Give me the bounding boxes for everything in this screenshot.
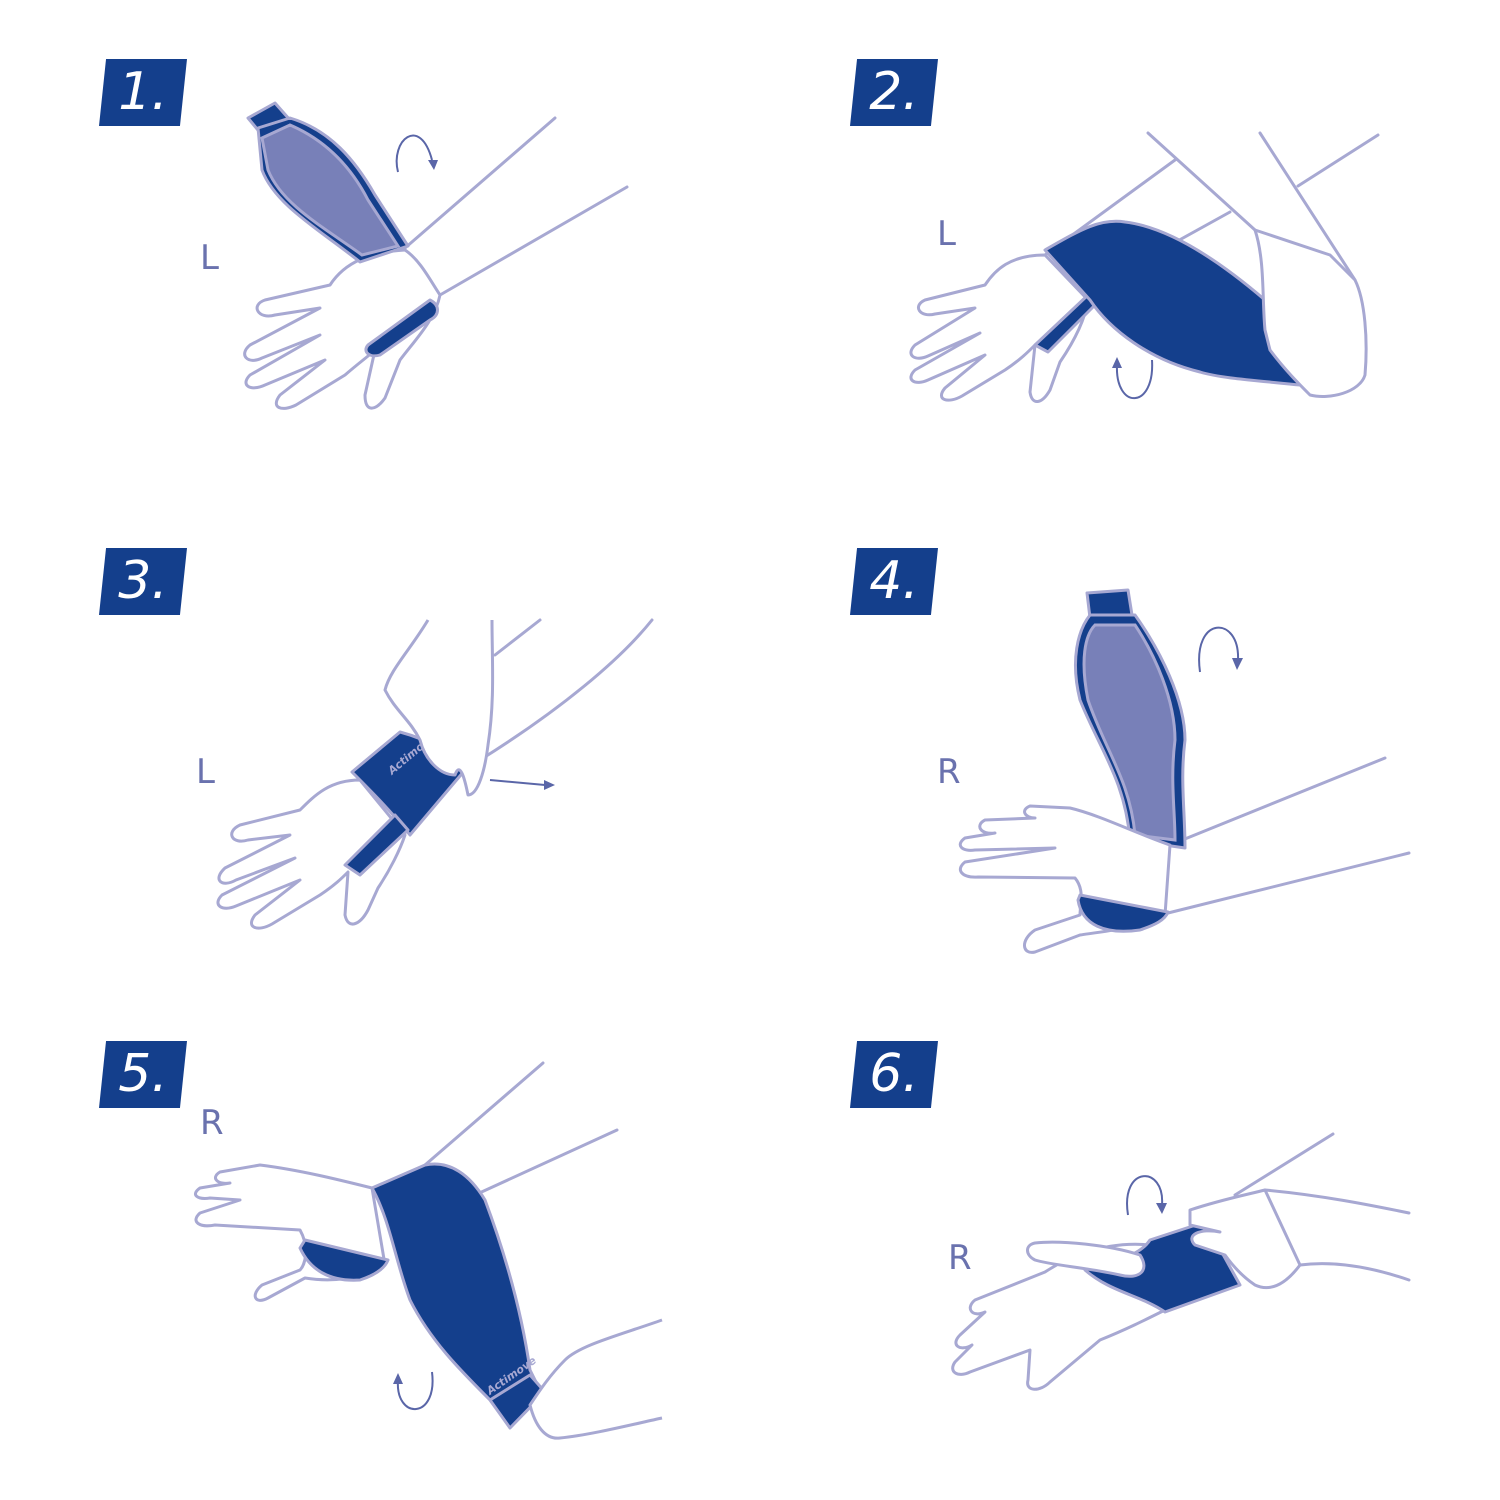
arrowhead-icon	[544, 780, 555, 790]
step-2-side-label: L	[937, 214, 956, 254]
step-2-illustration	[909, 131, 1380, 403]
step-5-badge: 5.	[99, 1041, 187, 1108]
forearm	[1158, 756, 1411, 917]
step-5-side-label: R	[200, 1103, 224, 1143]
step-5-illustration: Actimove	[194, 1061, 663, 1440]
arrowhead-icon	[393, 1373, 403, 1384]
arrowhead-icon	[1112, 357, 1122, 368]
step-6-side-label: R	[948, 1238, 972, 1278]
step-4-badge: 4.	[850, 548, 938, 615]
hand	[909, 253, 1090, 403]
brace-underside	[1076, 893, 1170, 933]
brace-thumb-strap	[364, 298, 439, 358]
step-6-badge: 6.	[850, 1041, 938, 1108]
step-4-side-label: R	[937, 752, 961, 792]
hand	[243, 248, 442, 410]
brace-inner	[260, 123, 401, 257]
step-2-badge: 2.	[850, 59, 938, 126]
rotate-arrow-icon	[395, 134, 433, 173]
forearm	[403, 116, 629, 297]
step-3-illustration: Actimove	[216, 618, 654, 930]
brace-thumb-strap	[343, 813, 410, 877]
brace-underside	[298, 1238, 390, 1282]
rotate-arrow-icon	[1115, 359, 1154, 400]
step-1-side-label: L	[200, 238, 219, 278]
step-3-badge: 3.	[99, 548, 187, 615]
hand	[216, 778, 407, 930]
step-6-illustration	[951, 1132, 1411, 1391]
arrowhead-icon	[1232, 658, 1243, 670]
brace-inner	[1082, 623, 1177, 842]
rotate-arrow-icon	[1198, 626, 1240, 673]
helping-hand	[1188, 1188, 1302, 1290]
step-1-illustration	[243, 101, 629, 410]
step-4-illustration	[958, 588, 1411, 954]
forearm	[1233, 1132, 1411, 1282]
helping-hand	[1253, 228, 1368, 398]
helping-hand	[383, 619, 495, 797]
step-1-badge: 1.	[99, 59, 187, 126]
thumb	[1026, 1240, 1146, 1278]
pull-direction-arrow-icon	[489, 779, 546, 786]
step-3-side-label: L	[196, 752, 215, 792]
arrowhead-icon	[1156, 1203, 1167, 1214]
forearm	[423, 1061, 619, 1197]
forearm	[478, 618, 654, 762]
helping-hand	[528, 1318, 663, 1440]
rotate-arrow-icon	[396, 1371, 434, 1410]
rotate-arrow-icon	[1126, 1175, 1164, 1216]
arrowhead-icon	[428, 160, 438, 170]
